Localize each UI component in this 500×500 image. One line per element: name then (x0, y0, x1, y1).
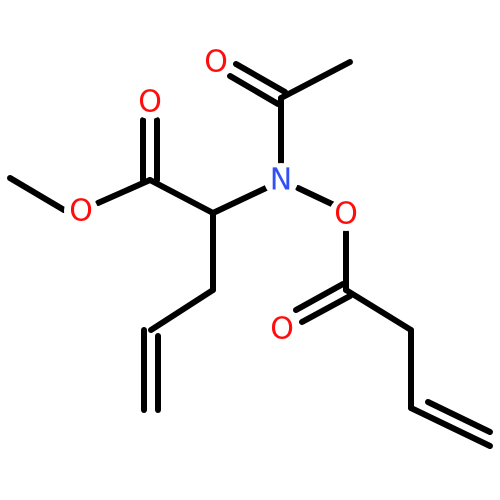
bond-acetyl-methyl (278, 59, 353, 101)
atom-labels: O O N O O O (64, 45, 363, 347)
bond-methyl-o (7, 175, 67, 213)
bonds (7, 59, 493, 449)
atom-n-amide-label: N (270, 163, 292, 198)
bond-alpha-n (210, 185, 269, 216)
atom-o-methoxy-label: O (69, 194, 93, 229)
atom-o-acetyl-carbonyl: O (199, 45, 233, 80)
bond-ch2-vinyl (148, 287, 216, 333)
bond-butenoyl-carbonyl-double-b (293, 281, 346, 313)
atom-o-acetyl-carbonyl-label: O (204, 45, 228, 80)
bond-ester-alpha (147, 177, 216, 216)
bond-o-ester-carbon (95, 177, 153, 206)
atom-o-nitrogen-oxy-label: O (334, 197, 358, 232)
atom-o-methoxy: O (64, 194, 98, 229)
atom-n-amide: N (264, 163, 298, 198)
atom-o-nitrogen-oxy: O (329, 197, 363, 232)
atom-o-ester-carbonyl: O (133, 85, 167, 120)
bond-butenoyl-carbonyl-double-a (299, 293, 353, 325)
bond-terminal-double-a (408, 405, 493, 449)
bond-n-o (295, 185, 337, 208)
bond-butenoyl-ch2 (343, 287, 414, 333)
bond-acetyl-carbonyl-double-b (227, 73, 281, 107)
atom-o-butenoyl-carbonyl-label: O (270, 312, 294, 347)
bond-terminal-double-b (425, 399, 493, 435)
bond-acetyl-carbonyl-double-a (233, 61, 288, 95)
atom-o-butenoyl-carbonyl: O (265, 312, 299, 347)
atom-o-ester-carbonyl-label: O (138, 85, 162, 120)
